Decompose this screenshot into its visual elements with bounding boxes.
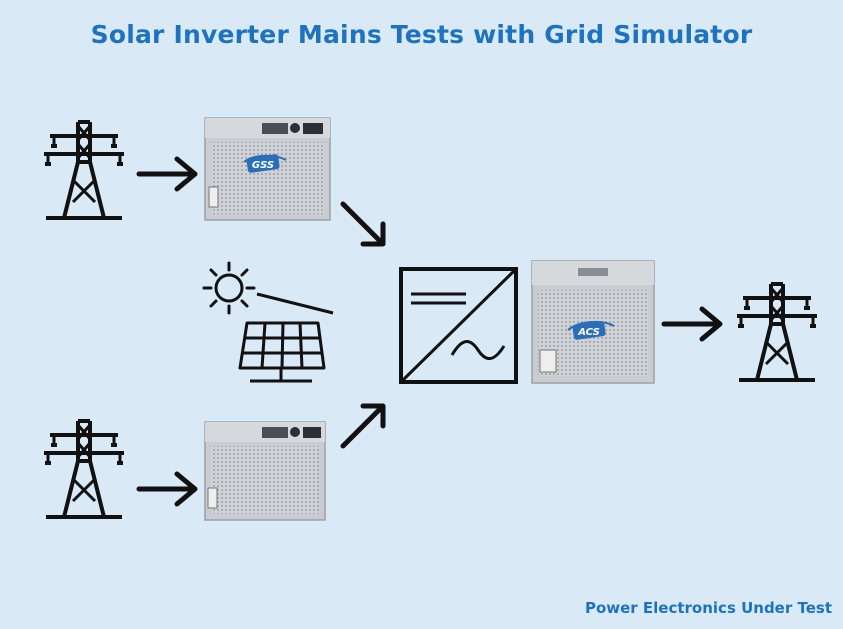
inverter-symbol <box>399 267 518 384</box>
arrow-diagonal-icon-up <box>343 406 383 446</box>
sun-ray-line <box>256 292 334 315</box>
arrow-right-icon-bottom <box>139 474 195 504</box>
grid-simulator-bottom <box>204 421 326 521</box>
page-title: Solar Inverter Mains Tests with Grid Sim… <box>90 20 753 49</box>
arrow-right-icon-top <box>139 159 195 189</box>
grid-simulator-top: GSS <box>204 117 331 221</box>
sun-icon <box>202 261 256 315</box>
ac-source-device: ACS <box>531 260 655 384</box>
arrow-diagonal-icon-down <box>343 204 383 244</box>
arrow-right-icon-output <box>664 309 720 339</box>
footer-caption: Power Electronics Under Test <box>584 599 832 617</box>
pylon-icon-top-left <box>42 120 126 220</box>
solar-panel-icon <box>238 321 326 383</box>
acs-badge: ACS <box>577 327 600 338</box>
pylon-icon-right <box>735 282 819 382</box>
pylon-icon-bottom-left <box>42 419 126 519</box>
gss-badge: GSS <box>252 160 274 171</box>
